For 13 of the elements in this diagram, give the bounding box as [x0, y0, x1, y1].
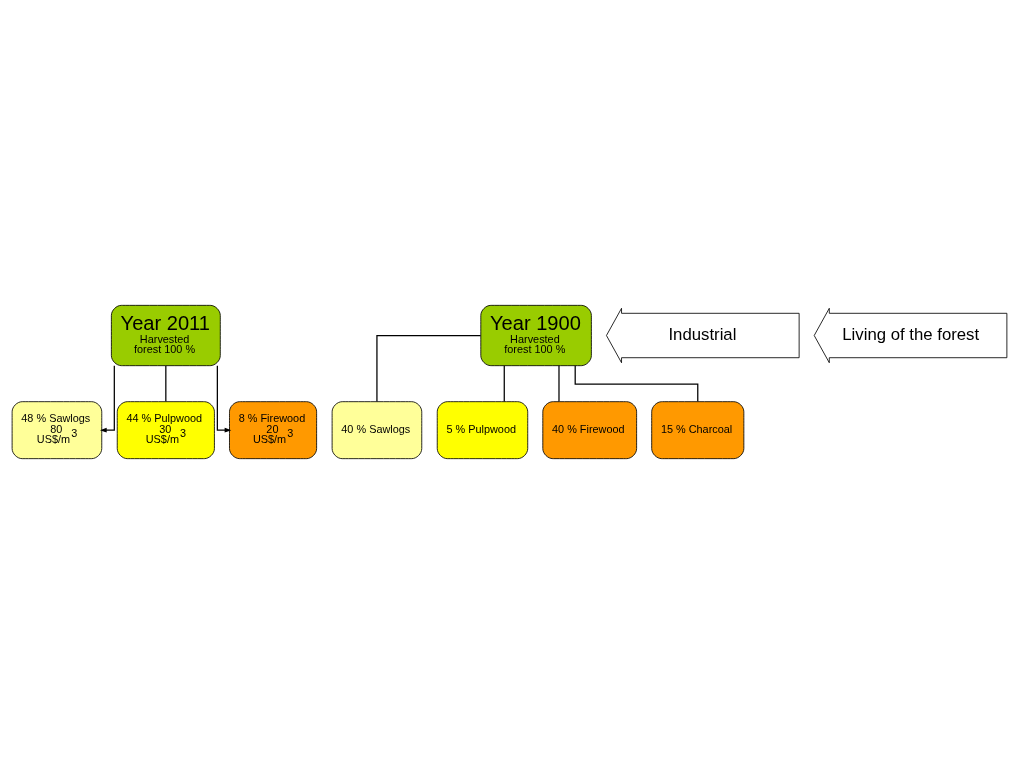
node-box: 40 % Firewood: [542, 400, 638, 459]
connector: [503, 364, 505, 402]
arrow: [99, 364, 115, 432]
connector: [376, 334, 482, 402]
node-box: 5 % Pulpwood: [436, 400, 529, 459]
connector: [574, 364, 699, 402]
node-box: 40 % Sawlogs: [331, 400, 423, 459]
node-box: Year 2011 Harvested forest 100 %: [110, 304, 221, 366]
node-box: Year 1900 Harvested forest 100 %: [480, 304, 592, 366]
connector: [558, 364, 560, 402]
connector: [165, 364, 167, 402]
node-box: 15 % Charcoal: [651, 400, 745, 459]
arrow: [216, 364, 232, 432]
